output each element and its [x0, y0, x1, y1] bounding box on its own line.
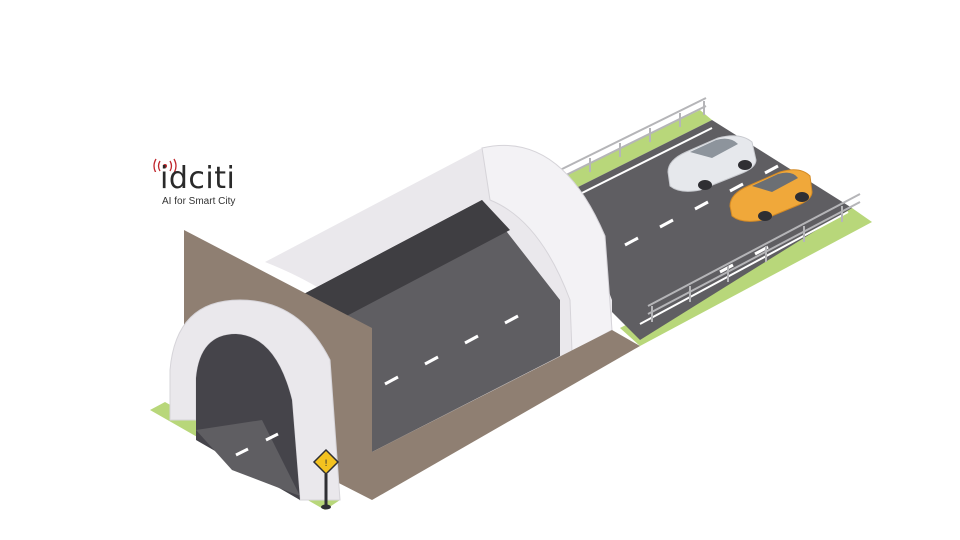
- guardrail-front: [647, 193, 861, 322]
- tunnel-entrance-road: [196, 420, 300, 496]
- entrance-lane-dashes: [235, 432, 279, 457]
- car-yellow: [729, 169, 813, 222]
- logo-tagline: AI for Smart City: [162, 196, 236, 207]
- car-white: [667, 135, 757, 192]
- guardrail-back: [555, 97, 707, 186]
- grass-strip-back: [560, 110, 712, 190]
- road-edge-back: [575, 127, 713, 197]
- svg-text:!: !: [324, 459, 328, 469]
- radio-waves-icon: [153, 158, 177, 172]
- tunnel-lane-dashes: [384, 314, 519, 386]
- road-edge-front: [639, 211, 849, 325]
- road-sign-icon: !: [312, 448, 340, 510]
- tunnel-side-wall: [372, 330, 640, 500]
- logo-wordmark: idciti: [160, 161, 236, 196]
- idciti-logo: idciti AI for Smart City: [148, 158, 258, 214]
- tunnel-interior-ceiling: [300, 200, 510, 330]
